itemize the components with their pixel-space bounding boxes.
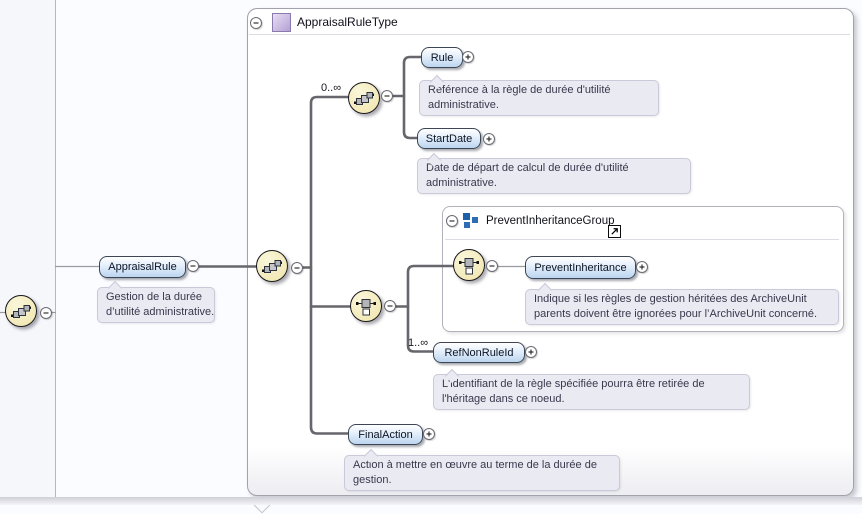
annotation-line: gestion. bbox=[353, 474, 392, 486]
annotation-line: L'identifiant de la règle spécifiée pour… bbox=[442, 378, 705, 390]
complextype-title: AppraisalRuleType bbox=[297, 15, 398, 29]
canvas-bottom-edge bbox=[0, 497, 862, 505]
cardinality-label: 0..∞ bbox=[321, 82, 342, 94]
parent-sequence-line bbox=[55, 0, 56, 497]
complextype-icon bbox=[272, 13, 291, 32]
group-title: PreventInheritanceGroup bbox=[486, 215, 615, 227]
annotation-rule: Référence à la règle de durée d'utilité … bbox=[419, 80, 659, 116]
annotation-refnonruleid: L'identifiant de la règle spécifiée pour… bbox=[433, 374, 750, 410]
group-icon bbox=[463, 213, 478, 228]
element-appraisalrule[interactable]: AppraisalRule bbox=[99, 256, 186, 278]
annotation-line: Référence à la règle de durée d'utilité bbox=[428, 84, 611, 96]
element-preventinheritance[interactable]: PreventInheritance bbox=[525, 256, 636, 279]
annotation-line: d’utilité administrative. bbox=[106, 306, 215, 318]
expand-icon[interactable] bbox=[525, 346, 537, 358]
annotation-line: l'héritage dans ce noeud. bbox=[442, 393, 565, 405]
collapse-icon[interactable] bbox=[446, 215, 458, 227]
collapse-icon[interactable] bbox=[291, 262, 303, 274]
collapse-icon[interactable] bbox=[381, 90, 393, 102]
element-rule[interactable]: Rule bbox=[421, 47, 463, 68]
annotation-line: administrative. bbox=[428, 99, 499, 111]
expand-icon[interactable] bbox=[636, 261, 648, 273]
element-startdate[interactable]: StartDate bbox=[417, 128, 481, 149]
cardinality-label: 1..∞ bbox=[408, 337, 429, 349]
element-label: Rule bbox=[430, 51, 454, 64]
expand-icon[interactable] bbox=[462, 51, 474, 63]
element-label: PreventInheritance bbox=[534, 261, 627, 274]
choice-compositor[interactable] bbox=[453, 249, 485, 281]
canvas-left-strip bbox=[0, 0, 55, 497]
element-label: RefNonRuleId bbox=[444, 346, 514, 359]
sequence-compositor[interactable] bbox=[256, 250, 288, 282]
annotation-preventinheritance: Indique si les règles de gestion héritée… bbox=[525, 289, 839, 325]
element-label: AppraisalRule bbox=[108, 261, 177, 273]
expand-icon[interactable] bbox=[423, 428, 435, 440]
collapse-icon[interactable] bbox=[486, 260, 498, 272]
annotation-line: parents doivent être ignorées pour l’Arc… bbox=[534, 308, 818, 320]
annotation-appraisalrule: Gestion de la durée d’utilité administra… bbox=[97, 287, 215, 323]
annotation-line: Gestion de la durée bbox=[106, 291, 203, 303]
collapse-icon[interactable] bbox=[40, 307, 52, 319]
element-label: FinalAction bbox=[358, 428, 413, 441]
annotation-line: administrative. bbox=[426, 177, 497, 189]
collapse-icon[interactable] bbox=[250, 17, 262, 29]
annotation-startdate: Date de départ de calcul de durée d'util… bbox=[417, 158, 691, 194]
expand-icon[interactable] bbox=[483, 133, 495, 145]
element-label: StartDate bbox=[425, 132, 473, 145]
annotation-line: Indique si les règles de gestion héritée… bbox=[534, 293, 807, 305]
parent-sequence-compositor[interactable] bbox=[5, 295, 37, 327]
annotation-finalaction: Action à mettre en œuvre au terme de la … bbox=[344, 455, 620, 491]
annotation-line: Date de départ de calcul de durée d'util… bbox=[426, 162, 629, 174]
goto-definition-icon[interactable] bbox=[608, 225, 621, 238]
sequence-compositor[interactable] bbox=[348, 82, 380, 114]
collapse-icon[interactable] bbox=[384, 300, 396, 312]
collapse-icon[interactable] bbox=[187, 260, 199, 272]
annotation-line: Action à mettre en œuvre au terme de la … bbox=[353, 459, 597, 471]
panel-separator bbox=[249, 34, 850, 35]
choice-compositor[interactable] bbox=[350, 290, 382, 322]
group-separator bbox=[445, 239, 839, 240]
element-finalaction[interactable]: FinalAction bbox=[348, 424, 423, 445]
element-refnonruleid[interactable]: RefNonRuleId bbox=[433, 342, 525, 363]
